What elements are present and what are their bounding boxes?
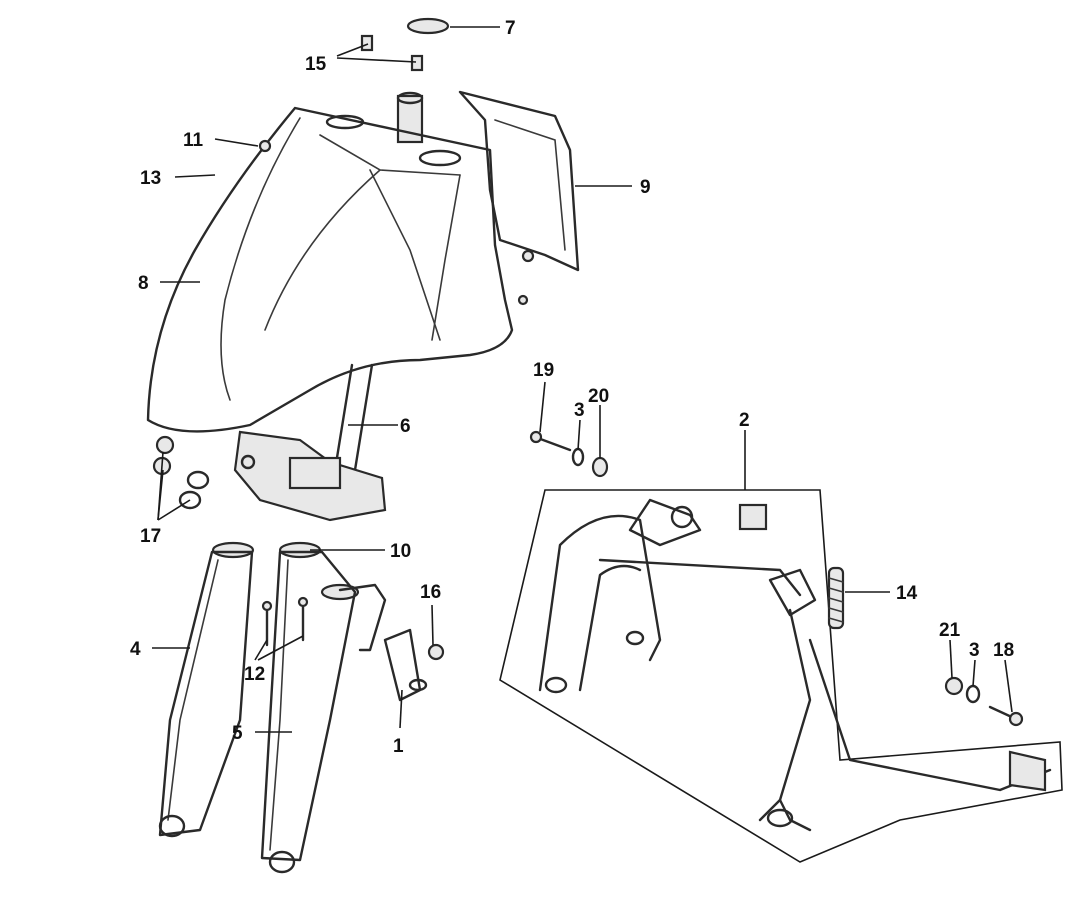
callout-12: 12 xyxy=(244,664,265,685)
part-18-bolt xyxy=(988,705,1024,727)
callout-13: 13 xyxy=(140,168,161,189)
steering-stem xyxy=(396,91,424,144)
callout-18: 18 xyxy=(993,640,1014,661)
part-15-bolts xyxy=(360,34,424,72)
part-9-bracket-plate xyxy=(458,90,580,306)
part-10-clamp-rings xyxy=(211,541,360,601)
callout-15: 15 xyxy=(305,54,327,75)
callout-19: 19 xyxy=(533,360,554,381)
callout-21: 21 xyxy=(939,620,961,641)
part-21-nut xyxy=(944,676,964,696)
part-2-center-stand xyxy=(499,489,1063,863)
callout-3-top: 3 xyxy=(574,400,585,421)
callout-10: 10 xyxy=(390,541,411,562)
part-12-screws xyxy=(261,596,309,647)
callout-16: 16 xyxy=(420,582,441,603)
part-1-clip xyxy=(338,583,428,702)
callout-labels: 7 15 11 13 8 9 6 10 4 5 1 16 12 17 19 3 … xyxy=(130,18,1014,757)
callout-9: 9 xyxy=(640,177,651,198)
part-3-washer-top xyxy=(571,447,585,467)
part-16-bolt xyxy=(427,643,445,661)
callout-20: 20 xyxy=(588,386,609,407)
part-19-bolt xyxy=(529,430,572,452)
callout-14: 14 xyxy=(896,583,918,604)
part-14-spring xyxy=(827,566,845,630)
callout-1: 1 xyxy=(393,736,404,757)
part-4-left-fork-leg xyxy=(158,550,254,838)
part-7-cap xyxy=(406,17,450,35)
leader-lines xyxy=(152,26,1013,733)
callout-4: 4 xyxy=(130,639,141,660)
part-5-right-fork-leg xyxy=(260,550,357,874)
callout-6: 6 xyxy=(400,416,411,437)
callout-3-bottom: 3 xyxy=(969,640,980,661)
callout-17: 17 xyxy=(140,526,161,547)
part-8-front-fender xyxy=(146,106,514,433)
callout-8: 8 xyxy=(138,273,149,294)
callout-11: 11 xyxy=(183,130,204,151)
callout-7: 7 xyxy=(505,18,516,39)
part-3-washer-bottom xyxy=(965,684,981,704)
callout-5: 5 xyxy=(232,723,243,744)
part-6-fork-stem xyxy=(333,363,374,472)
lower-bridge xyxy=(233,430,387,522)
part-20-bushing xyxy=(591,456,609,478)
callout-2: 2 xyxy=(739,410,750,431)
